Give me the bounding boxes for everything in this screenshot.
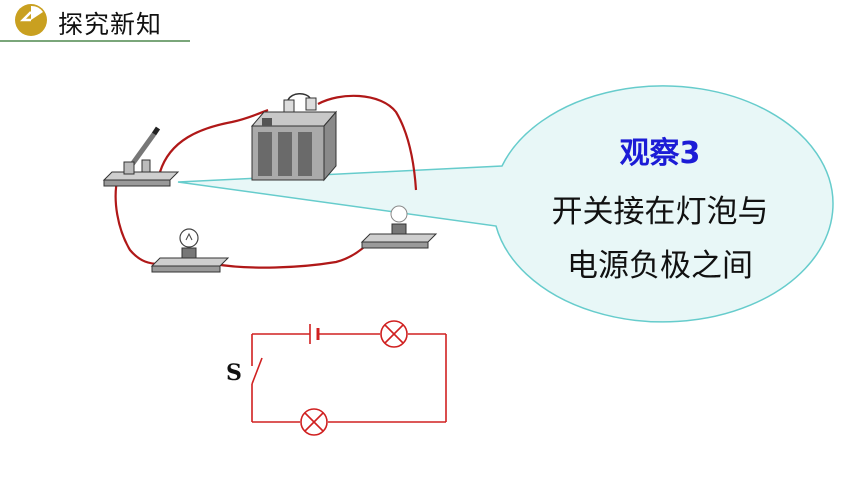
callout-heading: 观察3	[619, 136, 701, 171]
callout-text-line-1: 开关接在灯泡与	[551, 194, 769, 230]
bulb-right	[360, 205, 438, 249]
schematic-battery-symbol	[309, 324, 320, 344]
callout-bubble	[177, 85, 834, 323]
page-title: 探究新知	[58, 10, 163, 39]
schematic-lamp-bottom	[300, 408, 328, 436]
switch-label: S	[226, 360, 242, 386]
physical-wires	[114, 94, 418, 269]
header: 探究新知	[0, 0, 190, 44]
schematic-diagram	[251, 333, 447, 423]
bulb-left	[150, 228, 230, 273]
knife-switch	[102, 126, 180, 187]
pie-chart-icon	[15, 4, 47, 36]
schematic-lamp-top	[380, 320, 408, 348]
callout-text-line-2: 电源负极之间	[567, 248, 753, 284]
battery	[250, 93, 338, 182]
header-underline	[0, 40, 190, 42]
